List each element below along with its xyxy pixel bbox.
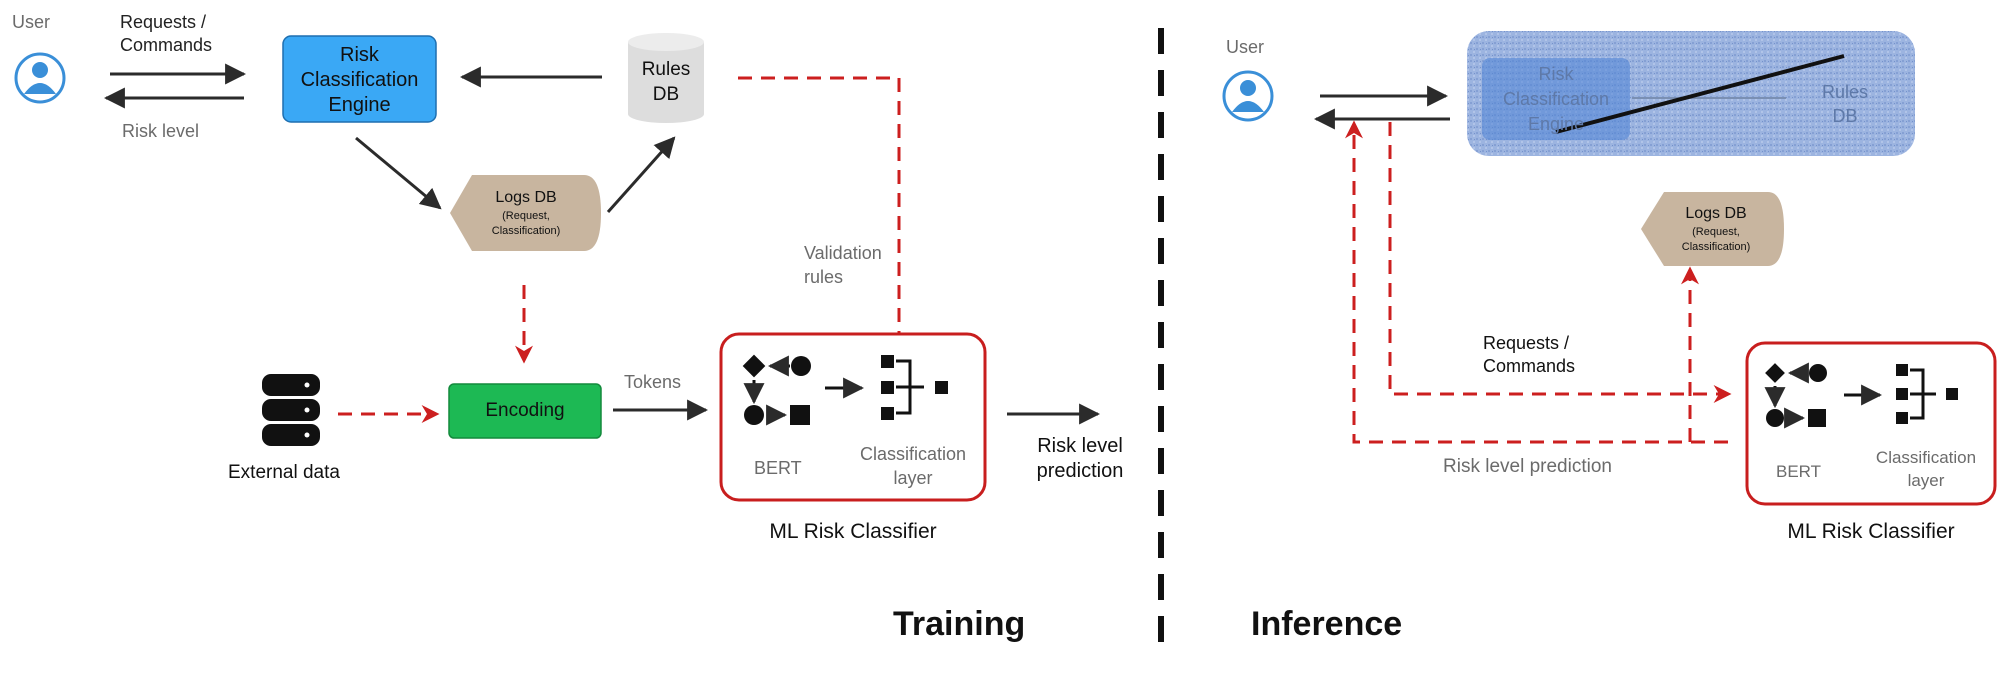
encoding-box bbox=[448, 383, 602, 439]
inference-class-layer-label-2: layer bbox=[1907, 471, 1945, 490]
engine-label-line1: Risk bbox=[340, 44, 379, 66]
training-logs-db-sub1: (Request, bbox=[502, 210, 550, 222]
training-bert-graph-icon bbox=[742, 354, 811, 426]
training-user-icon bbox=[14, 52, 66, 104]
inference-requests-label-1: Requests / bbox=[1483, 333, 1570, 353]
deprecated-rules-label-2: DB bbox=[1832, 106, 1858, 126]
training-risk-level-label: Risk level bbox=[122, 121, 200, 141]
logs-to-rules-arrow bbox=[606, 136, 676, 213]
prediction-label-1: Risk level bbox=[1037, 435, 1123, 457]
validation-rules-dashed-arrow bbox=[738, 76, 908, 352]
validation-rules-label-1: Validation bbox=[804, 243, 882, 263]
deprecated-engine-box bbox=[1482, 58, 1630, 140]
rules-db-label-line2: DB bbox=[652, 84, 680, 105]
inference-user-label: User bbox=[1226, 37, 1265, 57]
inference-logs-db-sub1: (Request, bbox=[1692, 226, 1740, 238]
training-requests-label-1: Requests / bbox=[120, 12, 207, 32]
engine-to-logs-arrow bbox=[355, 136, 442, 210]
training-requests-label-2: Commands bbox=[120, 35, 213, 55]
training-classification-layer-icon bbox=[881, 355, 948, 420]
inference-class-layer-label-1: Classification bbox=[1875, 448, 1977, 467]
training-class-layer-label-1: Classification bbox=[859, 444, 967, 464]
deprecated-rules-label-1: Rules bbox=[1821, 82, 1869, 102]
inference-logs-db-shape bbox=[1641, 192, 1784, 266]
tokens-label: Tokens bbox=[624, 372, 682, 392]
training-logs-db-title: Logs DB bbox=[495, 189, 557, 206]
deprecated-engine-label-1: Risk bbox=[1538, 64, 1574, 84]
deprecated-engine-label-2: Classification bbox=[1502, 89, 1610, 109]
inference-risk-prediction-label: Risk level prediction bbox=[1443, 456, 1612, 477]
inference-section-title: Inference bbox=[1251, 605, 1403, 643]
inference-logs-db-sub2: Classification) bbox=[1681, 241, 1751, 253]
inference-classification-layer-icon bbox=[1896, 364, 1958, 424]
inference-user-icon bbox=[1222, 70, 1274, 122]
inference-logs-db-title: Logs DB bbox=[1685, 205, 1747, 222]
deprecated-engine-label-3: Engine bbox=[1527, 114, 1585, 134]
engine-label-line3: Engine bbox=[328, 94, 391, 116]
training-class-layer-label-2: layer bbox=[893, 468, 933, 488]
inference-ml-classifier-label: ML Risk Classifier bbox=[1787, 520, 1955, 543]
training-logs-db-shape bbox=[450, 175, 601, 251]
training-bert-label: BERT bbox=[754, 458, 802, 478]
encoding-label: Encoding bbox=[485, 400, 565, 421]
validation-rules-label-2: rules bbox=[804, 267, 844, 287]
training-engine-box bbox=[282, 35, 437, 123]
prediction-label-2: prediction bbox=[1036, 460, 1124, 482]
inference-ml-classifier-box bbox=[1745, 341, 1997, 506]
inference-bert-graph-icon bbox=[1764, 362, 1827, 429]
server-stack-icon bbox=[262, 374, 320, 446]
training-rules-db-cylinder bbox=[628, 33, 704, 123]
training-logs-db-sub2: Classification) bbox=[491, 225, 561, 237]
inference-bert-label: BERT bbox=[1776, 462, 1822, 481]
training-ml-classifier-label: ML Risk Classifier bbox=[769, 520, 937, 543]
strike-through-line bbox=[1555, 54, 1845, 134]
inference-prediction-dashed-arrow bbox=[1345, 120, 1728, 444]
inference-requests-label-2: Commands bbox=[1483, 356, 1576, 376]
rules-db-label-line1: Rules bbox=[641, 59, 691, 80]
training-section-title: Training bbox=[893, 605, 1026, 643]
external-data-label: External data bbox=[228, 462, 340, 483]
training-user-label: User bbox=[12, 12, 51, 32]
engine-label-line2: Classification bbox=[300, 69, 419, 91]
